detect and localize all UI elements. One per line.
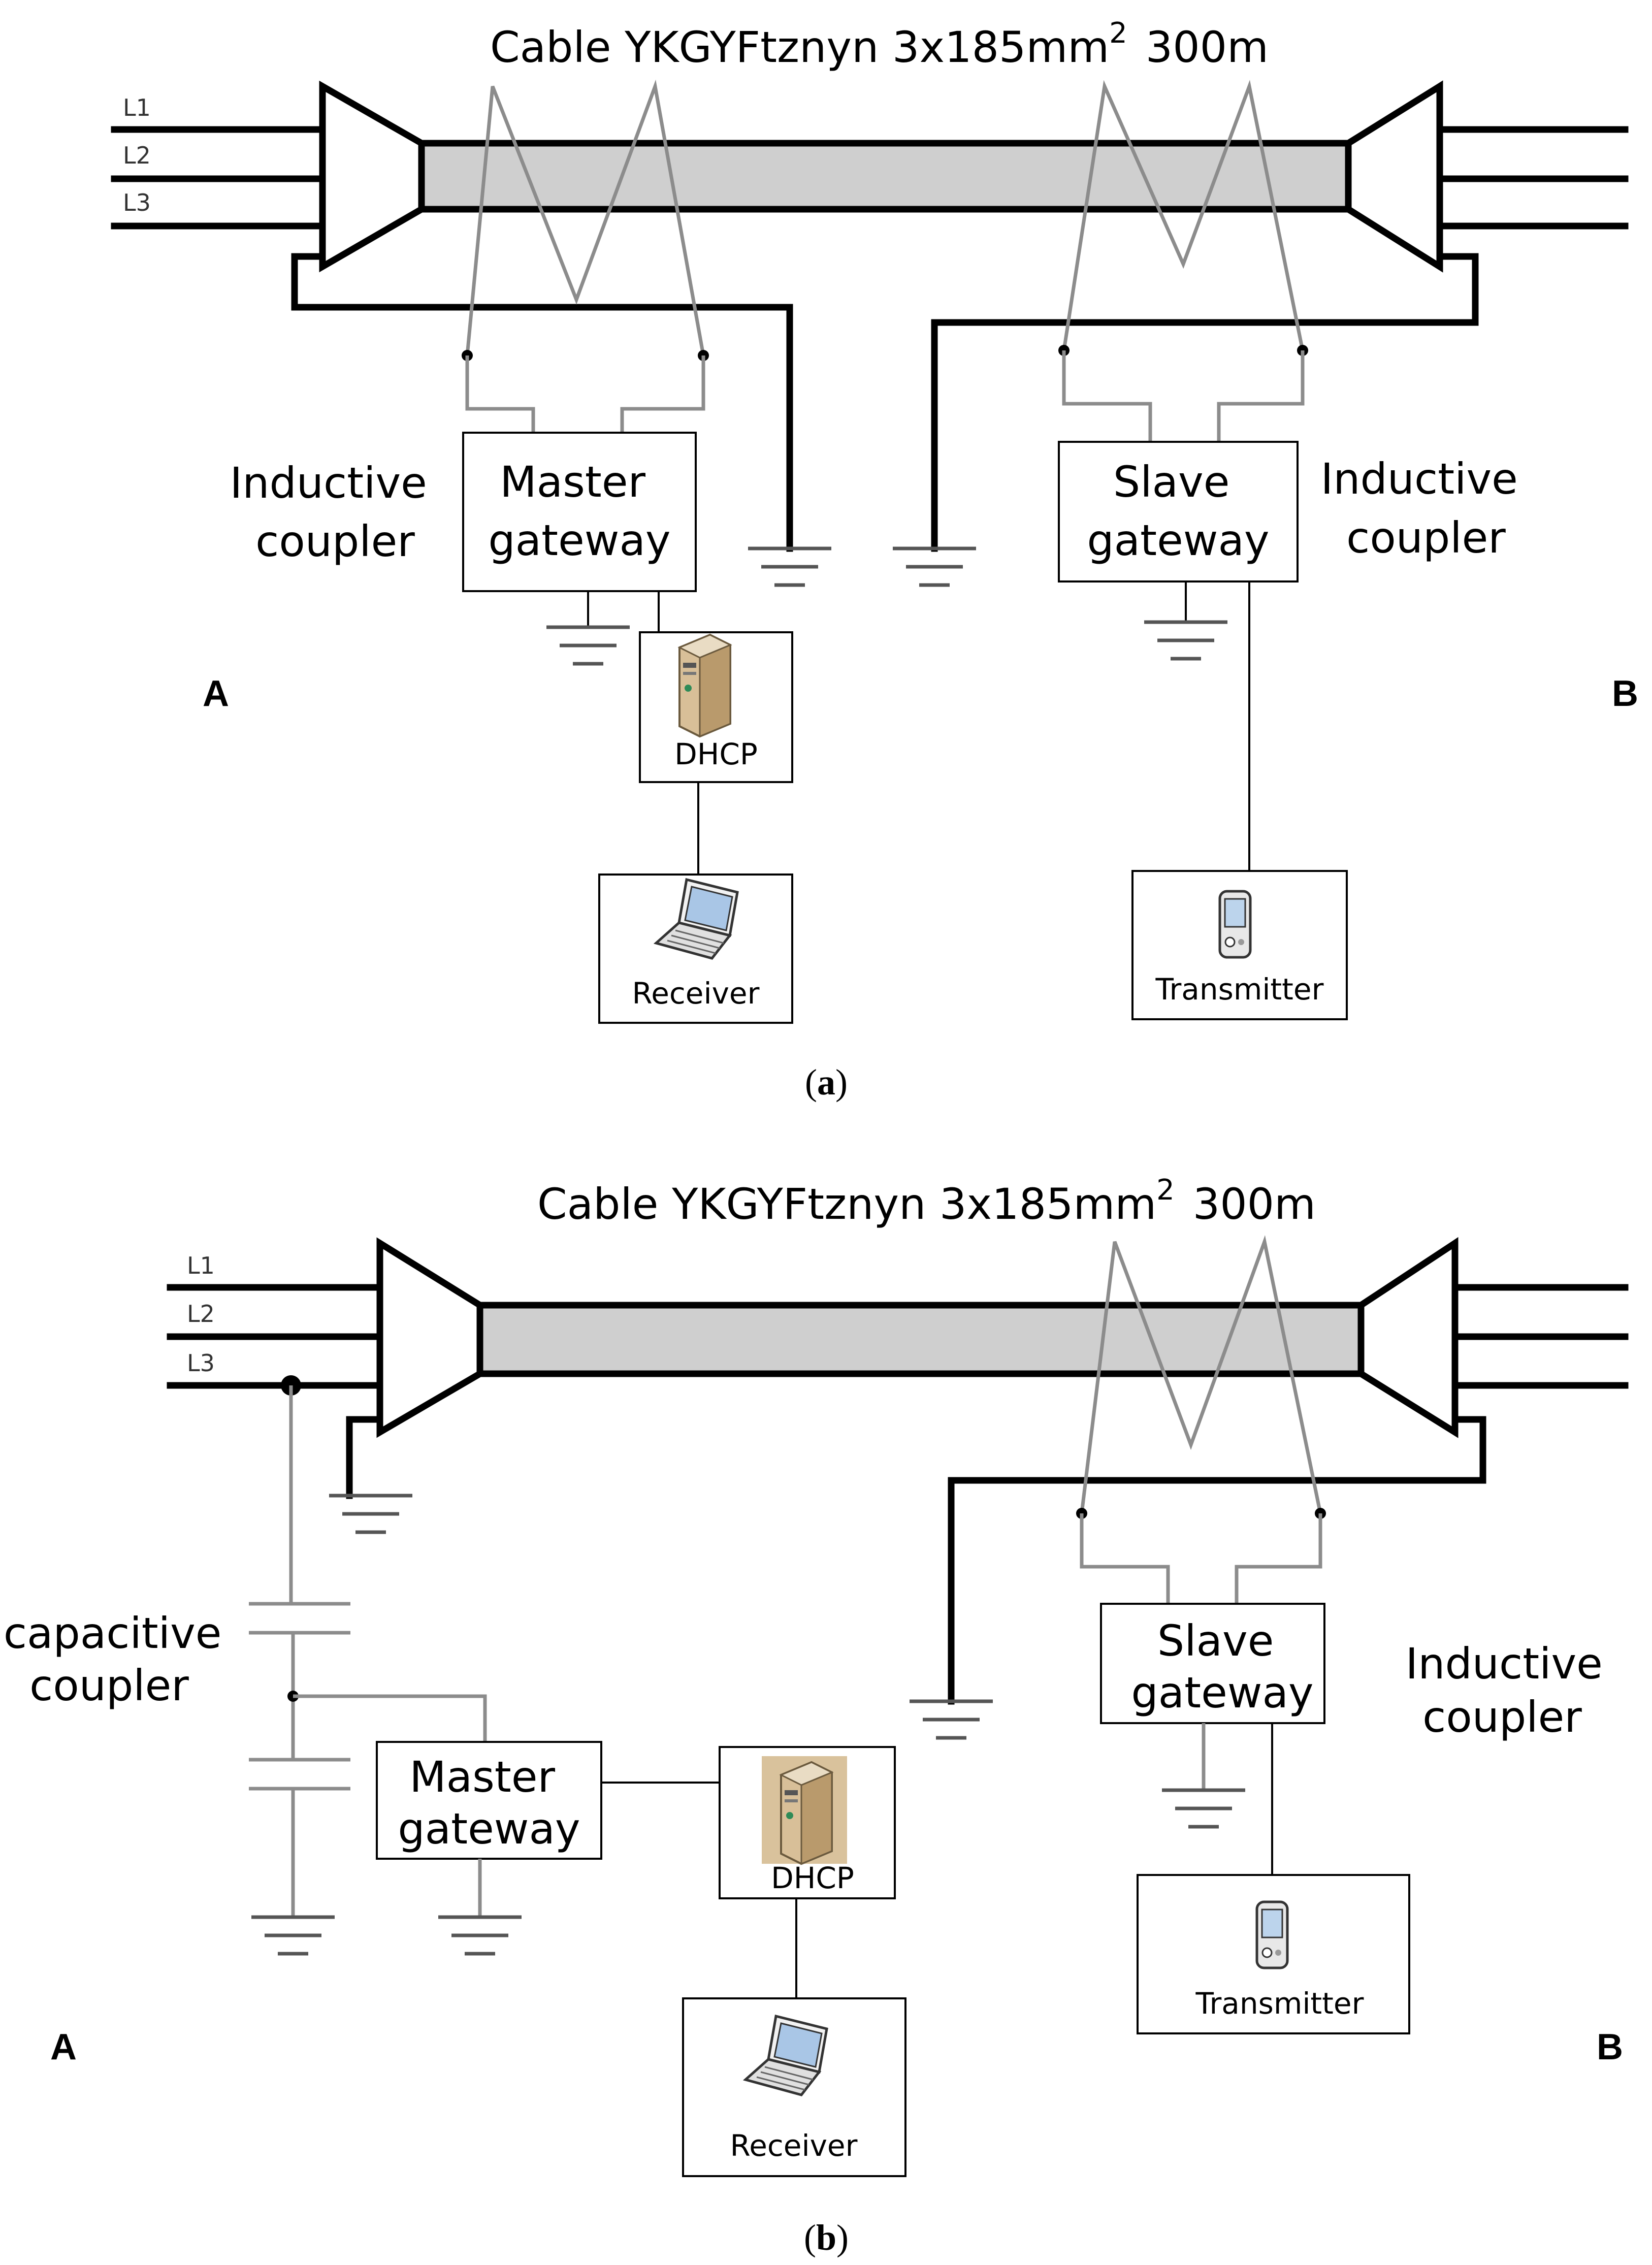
inductive-coupler-left-a: [462, 79, 709, 433]
ground-symbol-slave-gateway-a: [1144, 622, 1227, 659]
cable-termination-right-b: [1357, 1237, 1459, 1438]
dhcp-label-b: DHCP: [771, 1861, 854, 1895]
master-gateway-label-b: Master gateway: [398, 1752, 580, 1854]
ground-symbol-slave-gateway-b: [1162, 1790, 1245, 1827]
slave-gateway-label-a: Slave gateway: [1087, 457, 1269, 565]
cable-body-b: [476, 1302, 1365, 1377]
inductive-coupler-label-b: Inductive coupler: [1405, 1639, 1616, 1742]
dhcp-server-a[interactable]: DHCP: [639, 631, 793, 783]
cable-termination-left-a: [319, 80, 425, 273]
receiver-label-b: Receiver: [730, 2128, 858, 2163]
transmitter-label-a: Transmitter: [1155, 972, 1324, 1007]
dhcp-label-a: DHCP: [674, 737, 758, 771]
shield-ground-wire-right-b: [948, 1416, 1486, 1705]
receiver-label-a: Receiver: [632, 976, 760, 1011]
caption-a: (a): [805, 1062, 848, 1103]
cable-termination-right-a: [1345, 80, 1443, 273]
line-label-l3-a: L3: [123, 189, 151, 216]
ground-symbol-cable-left-a: [748, 548, 831, 585]
slave-gateway-label-b: Slave gateway: [1131, 1616, 1313, 1718]
phase-lines-left-b: L1 L2 L3: [167, 1252, 383, 1389]
caption-b: (b): [804, 2217, 849, 2258]
shield-ground-wire-right-a: [931, 253, 1479, 552]
shield-ground-wire-left-b: [346, 1416, 383, 1499]
slave-gateway-a[interactable]: Slave gateway: [1058, 441, 1299, 583]
end-label-a-panel-b: A: [50, 2027, 77, 2067]
ground-symbol-master-gateway-a: [546, 627, 630, 664]
capacitive-coupler-b: [249, 1375, 487, 1954]
ground-symbol-cable-left-b: [329, 1496, 412, 1532]
transmitter-label-b: Transmitter: [1195, 1986, 1364, 2021]
receiver-b[interactable]: Receiver: [682, 1997, 906, 2177]
right-coupler-label-a: Inductive coupler: [1320, 454, 1531, 563]
server-icon: [678, 634, 731, 737]
master-gateway-a[interactable]: Master gateway: [462, 432, 697, 592]
inductive-coupler-b: [1076, 1235, 1326, 1604]
transmitter-a[interactable]: Transmitter: [1131, 870, 1348, 1020]
phase-lines-left-a: L1 L2 L3: [111, 94, 323, 230]
end-label-a-panel-a: A: [203, 673, 229, 714]
end-label-b-panel-a: B: [1612, 673, 1638, 714]
left-coupler-label-a: Inductive coupler: [230, 458, 440, 566]
master-gateway-b[interactable]: Master gateway: [376, 1741, 602, 1860]
ground-symbol-cable-right-b: [910, 1701, 993, 1738]
end-label-b-panel-b: B: [1597, 2027, 1623, 2067]
master-gateway-label-a: Master gateway: [488, 457, 670, 565]
shield-ground-wire-left-a: [291, 253, 793, 552]
line-label-l1-b: L1: [187, 1252, 215, 1279]
handheld-device-icon: [1257, 1902, 1287, 1968]
slave-gateway-b[interactable]: Slave gateway: [1100, 1603, 1325, 1724]
transmitter-b[interactable]: Transmitter: [1137, 1874, 1410, 2034]
phase-lines-right-a: [1436, 126, 1629, 230]
inductive-coupler-right-a: [1058, 80, 1308, 442]
cable-body-a: [418, 140, 1352, 213]
cable-termination-left-b: [376, 1237, 483, 1438]
receiver-a[interactable]: Receiver: [598, 873, 793, 1024]
server-icon: [780, 1761, 833, 1865]
line-label-l1-a: L1: [123, 94, 151, 121]
handheld-device-icon: [1220, 891, 1250, 957]
line-label-l3-b: L3: [187, 1349, 215, 1377]
line-label-l2-a: L2: [123, 142, 151, 169]
ground-symbol-master-gateway-b: [438, 1917, 522, 1954]
ground-symbol-cable-right-a: [893, 548, 976, 585]
ground-symbol-capacitor-b: [251, 1917, 335, 1954]
line-label-l2-b: L2: [187, 1300, 215, 1328]
capacitive-coupler-label-b: capacitive coupler: [4, 1608, 235, 1710]
dhcp-server-b[interactable]: DHCP: [719, 1746, 896, 1899]
phase-lines-right-b: [1451, 1284, 1629, 1389]
